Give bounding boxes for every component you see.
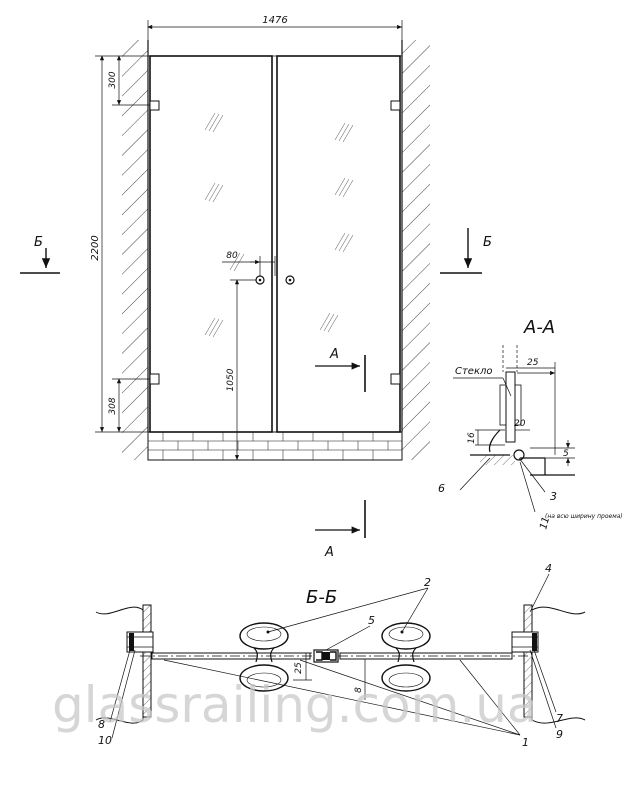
section-b-right-label: Б [483,235,492,250]
section-b-left-label: Б [34,235,43,250]
aa-callout-3: 3 [550,490,557,503]
detail-aa-title: А-А [523,317,555,338]
aa-seal [488,429,501,453]
section-a-lower-label: A [324,545,334,560]
floor-tile-pattern [148,432,402,460]
front-elevation: 1476 2200 300 308 80 1050 Б Б [20,15,492,560]
bb-callout-4: 4 [545,562,552,575]
hinge-bottom-left [149,373,160,385]
glass-reflections [204,112,354,338]
aa-callout-6: 6 [438,482,445,495]
bb-right-wall [531,606,586,724]
aa-dim-25: 25 [527,358,539,368]
knob-right [285,275,295,285]
hinge-top-left [149,100,160,111]
bb-callout-2: 2 [424,576,431,589]
right-wall [402,40,430,460]
bb-dim-25: 25 [294,662,304,674]
aa-dim-20: 20 [514,419,526,429]
left-wall [122,40,148,460]
aa-glass [505,371,516,443]
bb-dim-8: 8 [354,687,364,693]
dim-top-hinge: 300 [108,71,118,88]
watermark: glassrailing.com.ua [52,676,538,734]
detail-bb-title: Б-Б [306,587,337,608]
bb-callout-7: 7 [556,712,563,725]
aa-threshold-roller [513,449,525,461]
detail-a-a: А-А 25 20 16 5 Стекло [438,317,623,531]
aa-callout-11: 11 [538,516,552,531]
section-a-upper-label: A [329,347,339,362]
left-glass-door [149,55,273,433]
hinge-bottom-right [390,373,401,385]
dim-width: 1476 [262,15,287,26]
floor-tiles [147,431,403,461]
bb-callout-10: 10 [98,734,112,747]
aa-glass-label: Стекло [455,366,493,377]
bb-knob-right [381,622,431,692]
hinge-top-right [390,100,401,111]
bb-callout-9: 9 [556,728,563,741]
aa-note: (на всю ширину проема) [545,513,623,520]
bb-callout-8: 8 [98,718,105,731]
aa-dim-16: 16 [467,432,477,444]
bb-callout-1: 1 [522,736,529,749]
dim-bottom-hinge: 308 [108,397,118,414]
bb-callout-5: 5 [368,614,375,627]
aa-dim-5: 5 [563,449,569,459]
detail-b-b: Б-Б [95,562,586,749]
dim-handle-spacing: 80 [226,251,238,261]
dim-handle-height: 1050 [226,368,236,391]
dim-height: 2200 [90,235,101,260]
